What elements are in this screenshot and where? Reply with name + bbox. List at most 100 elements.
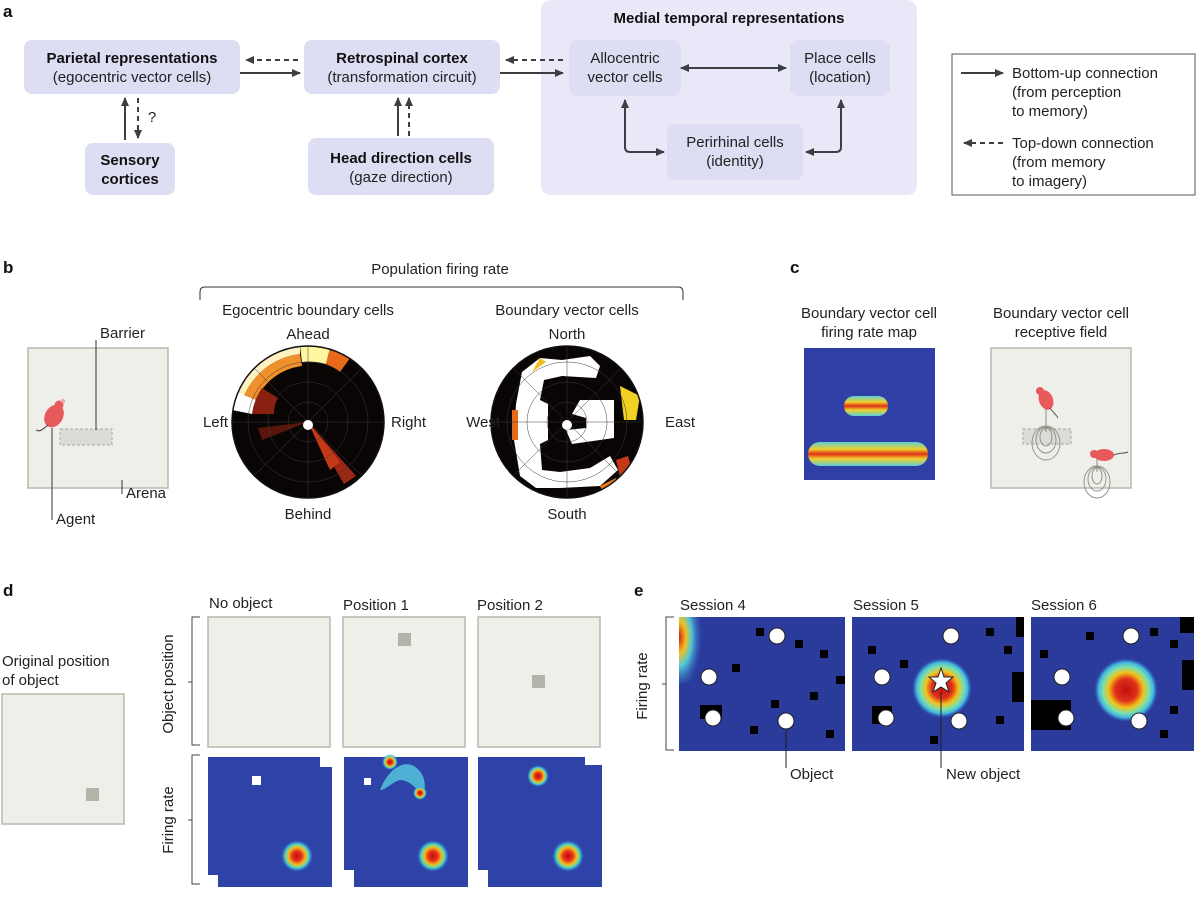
bvc-label-south: South <box>547 506 586 523</box>
session-6-title: Session 6 <box>1031 597 1097 614</box>
firing-field <box>552 840 584 872</box>
legend-top-down-1: Top-down connection <box>1012 135 1154 152</box>
allocentric-box <box>569 40 681 96</box>
firing-map-position-2 <box>478 757 602 887</box>
object-marker <box>1130 712 1148 730</box>
object-marker <box>1122 627 1140 645</box>
population-firing-rate-label: Population firing rate <box>371 261 509 278</box>
perirhinal-line2: (identity) <box>706 153 764 170</box>
perirhinal-box <box>667 124 803 180</box>
arena-no-object <box>207 616 331 748</box>
object-marker <box>873 668 891 686</box>
bvc-firing-map <box>804 348 935 480</box>
bracket-firing-row-e <box>662 616 674 751</box>
original-object-marker <box>86 788 99 801</box>
new-object-star-icon <box>927 666 955 694</box>
place-cells-line2: (location) <box>809 69 871 86</box>
panel-label-d: d <box>3 581 13 600</box>
col-title-position-2: Position 2 <box>477 597 543 614</box>
panel-b: Population firing rate Egocentric bounda… <box>27 261 696 528</box>
session-5-title: Session 5 <box>853 597 919 614</box>
panel-d: Original position of object No object Po… <box>1 595 602 887</box>
perirhinal-line1: Perirhinal cells <box>686 134 784 151</box>
object-marker-position-2 <box>532 675 545 688</box>
firing-field <box>417 840 449 872</box>
ebc-label-ahead: Ahead <box>286 326 329 343</box>
parietal-box <box>24 40 240 94</box>
question-mark: ? <box>148 109 156 126</box>
session-4-title: Session 4 <box>680 597 746 614</box>
ebc-polar-plot <box>231 345 385 499</box>
bvc-rf-title-2: receptive field <box>1015 324 1108 341</box>
arrow-perirhinal-place <box>805 99 845 156</box>
panel-e: Session 4 Session 5 Session 6 Firing rat… <box>634 597 1194 783</box>
panel-a-arrows <box>121 56 845 156</box>
object-marker <box>777 712 795 730</box>
place-cells-line1: Place cells <box>804 50 876 67</box>
firing-map-position-1 <box>344 754 468 887</box>
legend-bottom-up-3: to memory) <box>1012 103 1088 120</box>
place-cells-box <box>790 40 890 96</box>
panel-c: Boundary vector cell firing rate map Bou… <box>801 305 1132 499</box>
bracket-firing-row-d <box>188 754 200 885</box>
legend-box <box>951 53 1196 196</box>
original-arena <box>1 693 125 825</box>
allocentric-line2: vector cells <box>587 69 662 86</box>
firing-map-no-object <box>208 757 332 887</box>
panel-label-e: e <box>634 581 643 600</box>
sensory-box <box>85 143 175 195</box>
col-title-no-object: No object <box>209 595 273 612</box>
head-direction-sub: (gaze direction) <box>349 169 452 186</box>
bvc-polar-plot <box>490 345 644 499</box>
session-6-map <box>1031 617 1194 751</box>
bvc-firing-field-wall <box>808 442 928 466</box>
object-marker <box>704 709 722 727</box>
object-marker <box>1053 668 1071 686</box>
panel-label-c: c <box>790 258 799 277</box>
col-title-position-1: Position 1 <box>343 597 409 614</box>
object-marker <box>877 709 895 727</box>
ebc-title: Egocentric boundary cells <box>222 302 394 319</box>
arrow-perirhinal-allocentric <box>621 99 665 156</box>
object-marker <box>1057 709 1075 727</box>
new-object-label: New object <box>946 766 1021 783</box>
row-label-firing-rate-d: Firing rate <box>160 786 177 854</box>
barrier-shape <box>59 428 113 446</box>
original-position-line1: Original position <box>2 653 110 670</box>
head-direction-title: Head direction cells <box>330 150 472 167</box>
object-label: Object <box>790 766 834 783</box>
ebc-label-behind: Behind <box>285 506 332 523</box>
ebc-label-left: Left <box>203 414 229 431</box>
sensory-line1: Sensory <box>100 152 160 169</box>
rat-icon-2 <box>1090 449 1129 461</box>
original-position-line2: of object <box>2 672 60 689</box>
legend-bottom-up-1: Bottom-up connection <box>1012 65 1158 82</box>
agent-label: Agent <box>56 511 96 528</box>
agent-rat-icon <box>35 398 66 432</box>
firing-field <box>527 765 549 787</box>
head-direction-box <box>308 138 494 195</box>
bvc-rf-title-1: Boundary vector cell <box>993 305 1129 322</box>
mtl-title: Medial temporal representations <box>614 10 845 27</box>
object-marker-position-1 <box>398 633 411 646</box>
bvc-label-north: North <box>549 326 586 343</box>
bvc-center-dot <box>562 420 572 430</box>
bvc-title: Boundary vector cells <box>495 302 638 319</box>
legend-top-down-2: (from memory <box>1012 154 1106 171</box>
barrier-label: Barrier <box>100 325 145 342</box>
ebc-center-dot <box>303 420 313 430</box>
retrospinal-box <box>304 40 500 94</box>
legend-top-down-3: to imagery) <box>1012 173 1087 190</box>
bvc-map-title-2: firing rate map <box>821 324 917 341</box>
session-5-map <box>852 617 1024 768</box>
legend-bottom-up-2: (from perception <box>1012 84 1121 101</box>
parietal-sub: (egocentric vector cells) <box>53 69 211 86</box>
bracket-object-row <box>188 616 200 746</box>
allocentric-line1: Allocentric <box>590 50 660 67</box>
panel-label-a: a <box>3 2 13 21</box>
sensory-line2: cortices <box>101 171 159 188</box>
bvc-map-title-1: Boundary vector cell <box>801 305 937 322</box>
bvc-firing-field-barrier <box>844 396 888 416</box>
ebc-label-right: Right <box>391 414 427 431</box>
